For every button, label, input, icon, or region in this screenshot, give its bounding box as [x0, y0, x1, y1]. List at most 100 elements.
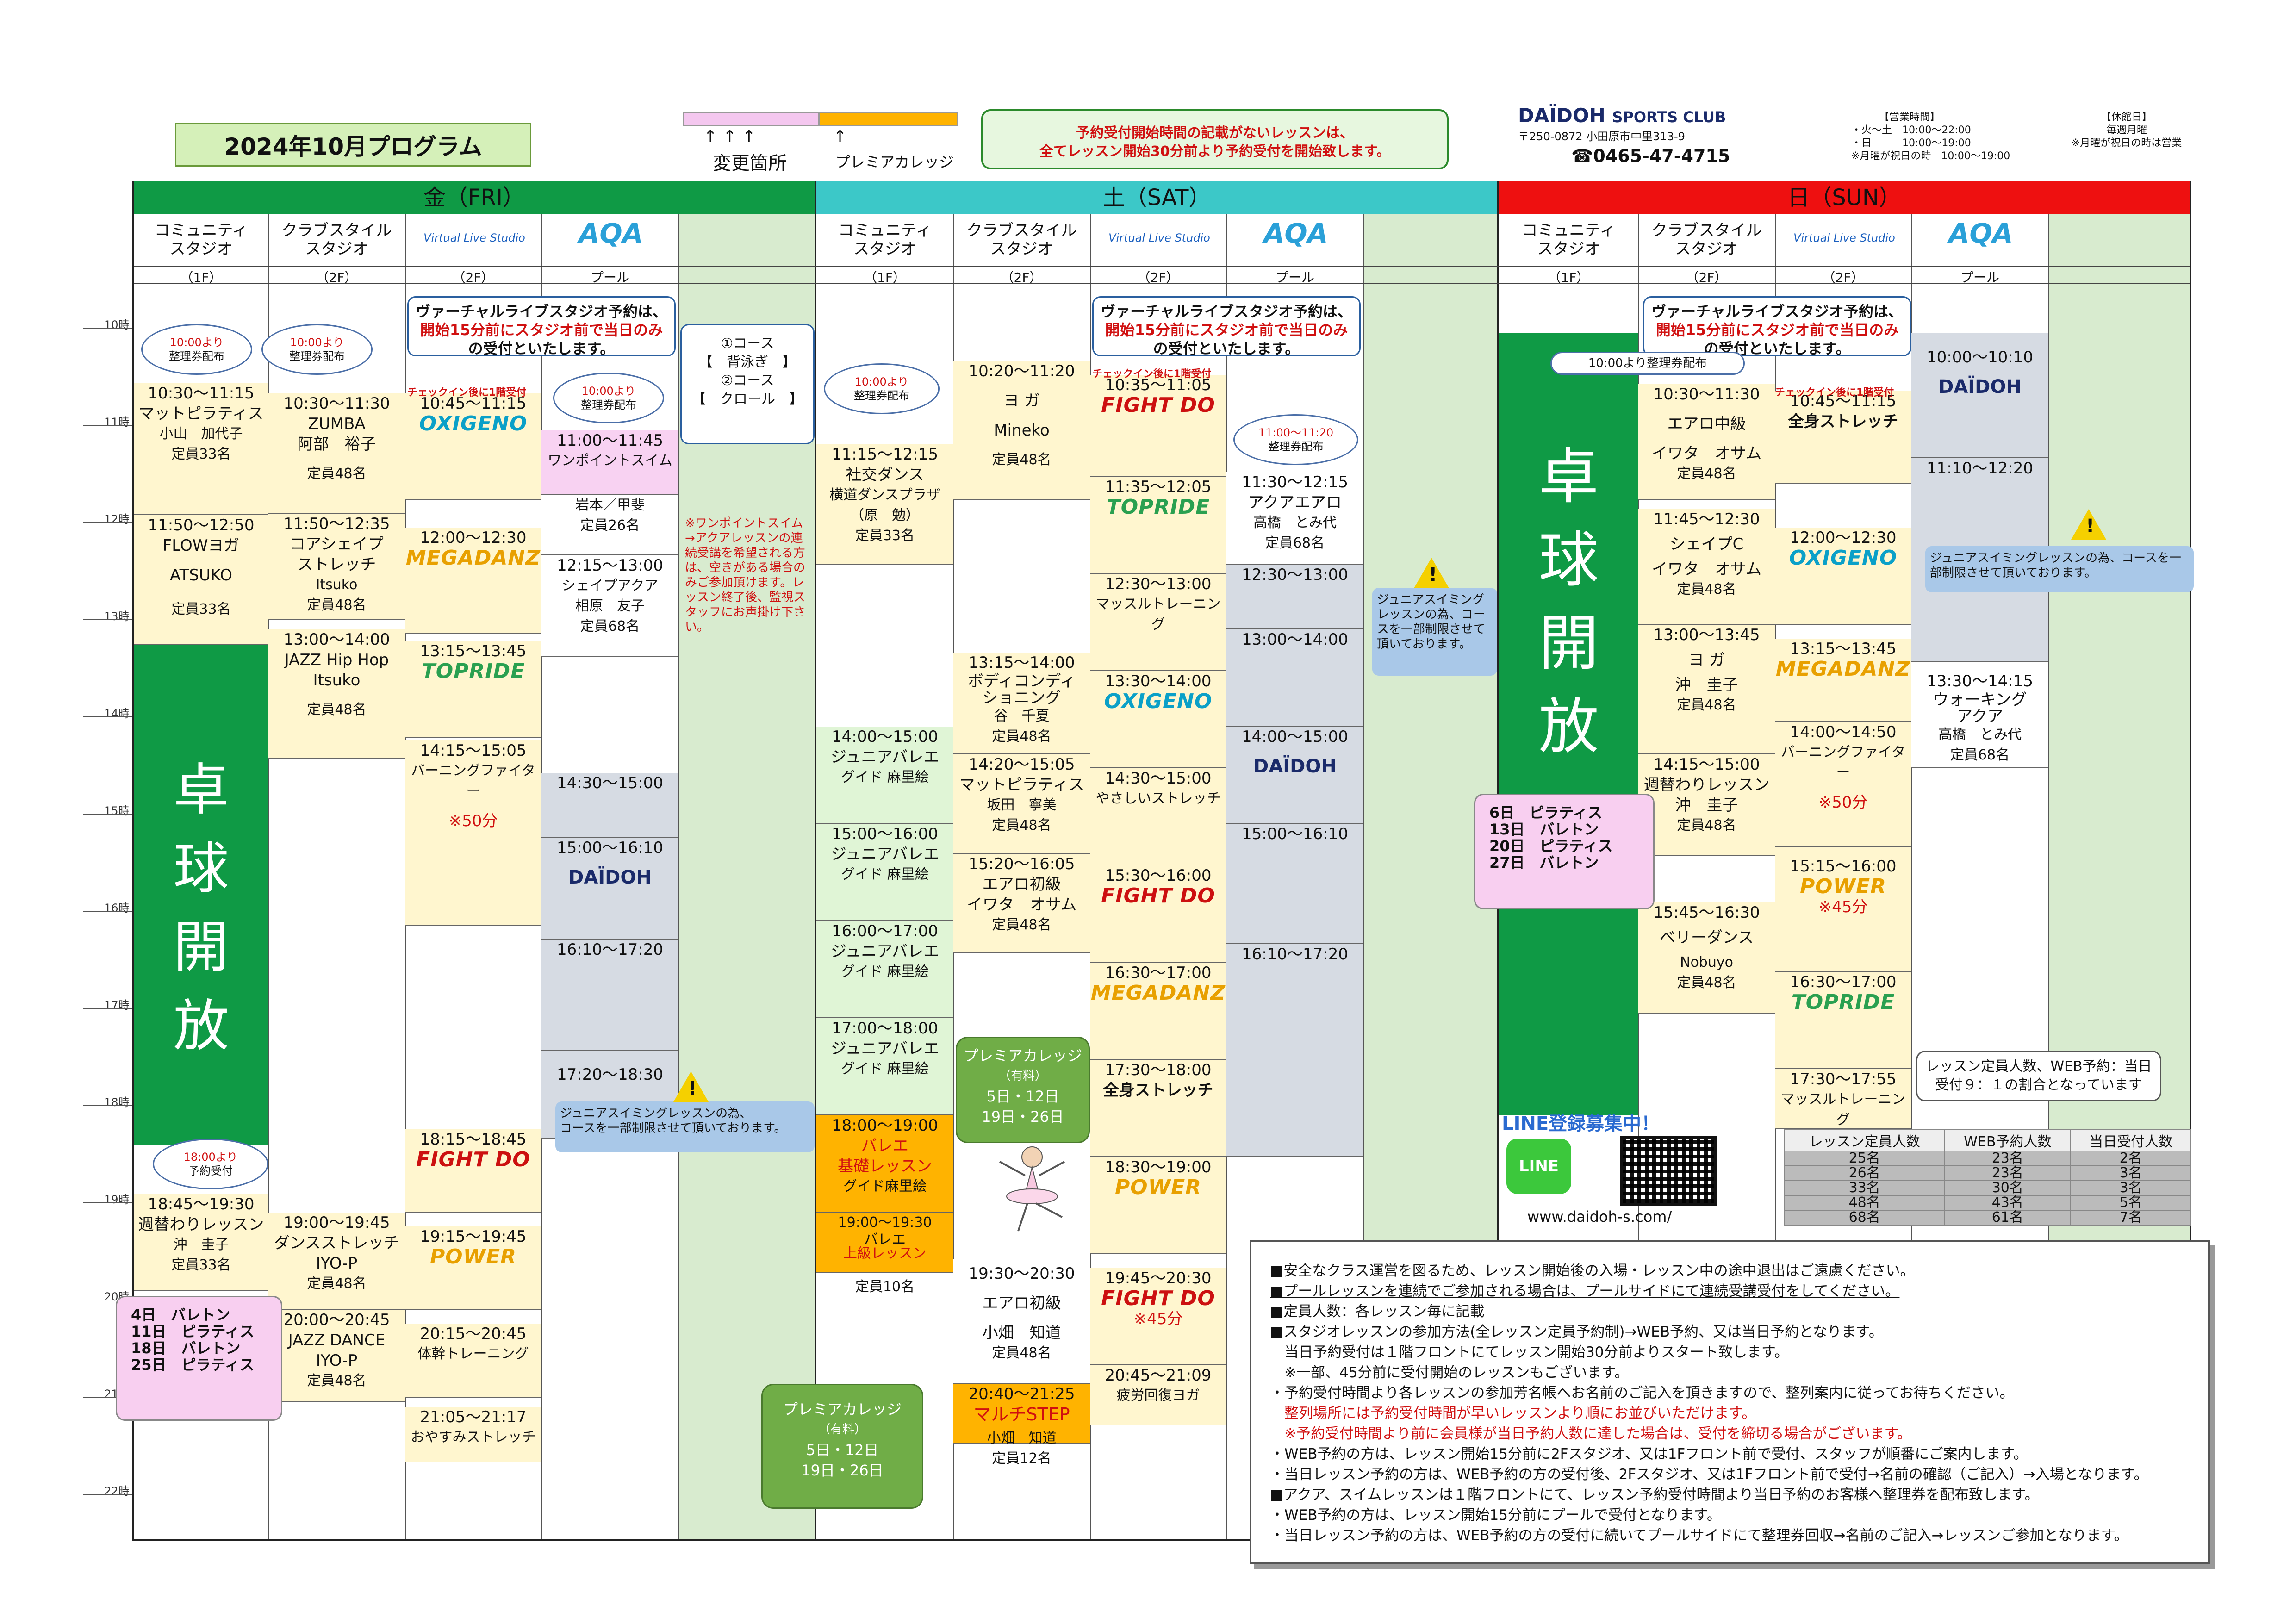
legend-arrows: ↑ ↑ ↑: [703, 127, 756, 146]
table-header: レッスン定員人数: [1784, 1129, 1945, 1151]
rule-line: ■安全なクラス運営を図るため、レッスン開始後の入場・レッスン中の途中退出はご遠慮…: [1270, 1263, 1915, 1279]
legend-premier-label: プレミアカレッジ: [835, 153, 954, 171]
brand-logo: DAÏDOH SPORTS CLUB: [1518, 104, 1726, 127]
fri-col-community: コミュニティスタジオ: [154, 221, 248, 258]
fri-pool-one-point-instructor: 岩本／甲斐定員26名: [541, 495, 678, 555]
legend-arrow-premier: ↑: [833, 127, 847, 146]
fri-col-aqa: AQA: [579, 218, 643, 249]
sat-ballet-capacity: 定員10名: [855, 1279, 915, 1295]
floor-label: （1F）: [1548, 270, 1590, 285]
line-logo-icon[interactable]: LINE: [1506, 1139, 1571, 1194]
warning-icon: !: [1414, 558, 1449, 588]
floor-label: （2F）: [1822, 270, 1864, 285]
rule-line: 整列場所には予約受付時間が早いレッスンより順にお並びいただけます。: [1270, 1405, 1756, 1422]
fri-ticket-bubble-3: 10:00より整理券配布: [553, 373, 664, 423]
fri-virtual-notice: ヴァーチャルライブスタジオ予約は、開始15分前にスタジオ前で当日のみの受付といた…: [407, 296, 676, 357]
floor-label: プール: [1960, 270, 1999, 285]
hour-label: 16時: [104, 902, 130, 915]
hour-tick: [83, 328, 132, 329]
rule-line: ・WEB予約の方は、レッスン開始15分前にプールで受付となります。: [1270, 1507, 1721, 1524]
hours-title: 【営業時間】: [1879, 112, 1941, 123]
hour-tick: [83, 425, 132, 426]
table-header: WEB予約人数: [1944, 1129, 2072, 1151]
sat-col-aqa: AQA: [1263, 218, 1328, 249]
phone: ☎0465-47-4715: [1571, 146, 1730, 166]
day-header-sat: 土（SAT）: [816, 181, 1497, 214]
reservation-notice: 予約受付開始時間の記載がないレッスンは、 全てレッスン開始30分前より予約受付を…: [981, 109, 1449, 169]
qr-code-icon[interactable]: [1620, 1136, 1717, 1206]
table-header: 当日受付人数: [2070, 1129, 2191, 1151]
warning-icon: !: [673, 1071, 709, 1102]
legend-premier-swatch: [819, 112, 958, 126]
rule-line: ※一部、45分前に受付開始のレッスンもございます。: [1270, 1364, 1629, 1381]
website-url[interactable]: www.daidoh-s.com/: [1527, 1208, 1672, 1226]
rule-line: 当日予約受付は１階フロントにてレッスン開始30分前よりスタート致します。: [1270, 1344, 1789, 1361]
rule-line: ※予約受付時間より前に会員様が当日予約人数に達した場合は、受付を締切る場合がござ…: [1270, 1425, 1912, 1442]
sat-col-virtual: Virtual Live Studio: [1108, 231, 1210, 244]
fri-junior-note: ジュニアスイミングレッスンの為、コースを一部制限させて頂いております。: [555, 1101, 815, 1152]
sun-junior-note: ジュニアスイミングレッスンの為、コースを一部制限させて頂いております。: [1925, 546, 2194, 592]
